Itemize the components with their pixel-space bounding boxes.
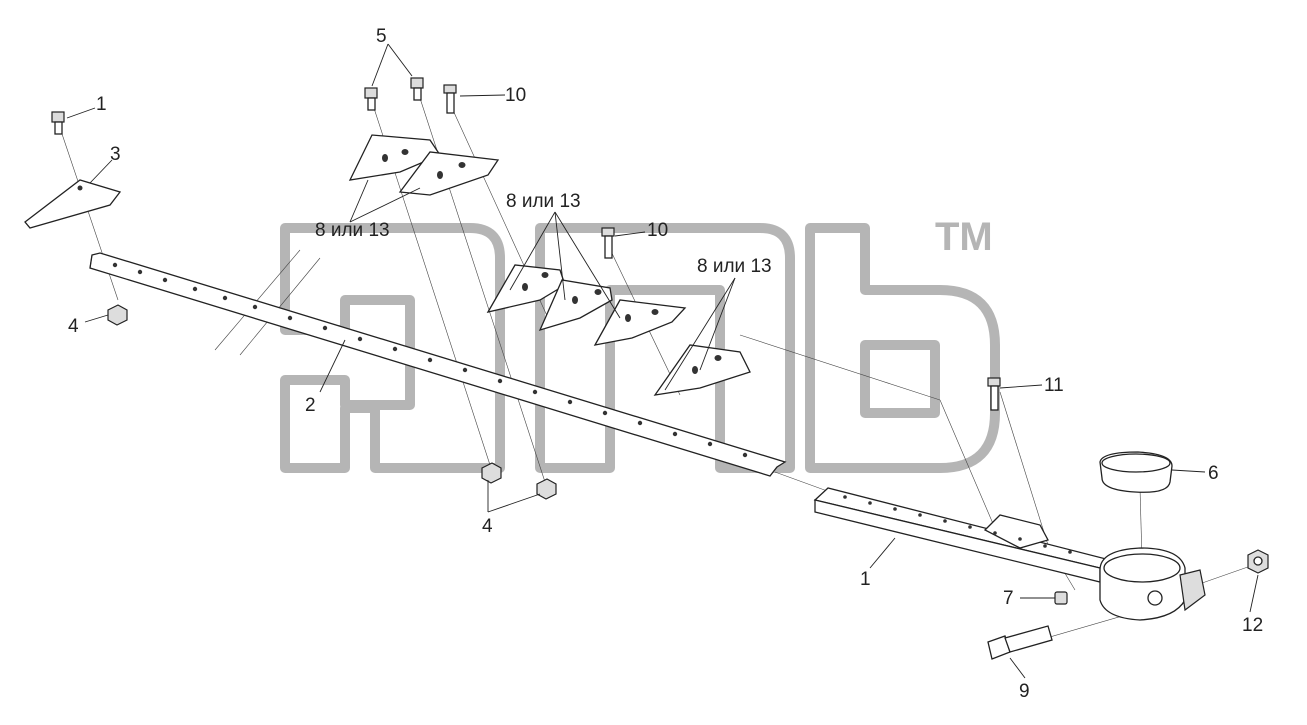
end-knife-segment	[24, 179, 122, 229]
watermark-trademark: TM	[935, 215, 993, 259]
clamp-nut	[1247, 549, 1269, 574]
callout-2: 2	[305, 395, 316, 416]
knife-bar	[89, 252, 787, 477]
knife-head-bar	[813, 487, 1112, 583]
leader-lines	[66, 43, 1259, 679]
callout-4-bottom: 4	[482, 516, 493, 537]
bolt-5-mid	[364, 87, 378, 111]
callout-1: 1	[860, 569, 871, 590]
callout-8-or-13-right: 8 или 13	[697, 256, 772, 277]
knife-segments-upper	[348, 134, 500, 196]
bolt-10-top	[443, 84, 457, 114]
callouts: 1 3 4 5 10 8 или 13 8 или 13 10 8 или 13…	[68, 26, 1263, 702]
callout-6: 6	[1208, 463, 1219, 484]
callout-5-left: 1	[96, 94, 107, 115]
knife-segment-right	[653, 344, 751, 396]
knife-head-clamp	[1099, 547, 1206, 621]
callout-9: 9	[1019, 681, 1030, 702]
callout-10-mid: 10	[647, 220, 668, 241]
bolts	[51, 77, 1001, 411]
bushing	[1099, 451, 1173, 493]
callout-8-or-13-mid: 8 или 13	[506, 191, 581, 212]
callout-4-left: 4	[68, 316, 79, 337]
callout-3: 3	[110, 144, 121, 165]
bolt-10-mid	[601, 227, 615, 259]
clamp-bolt	[987, 625, 1053, 660]
nuts	[107, 304, 557, 500]
bolt-5-left	[51, 111, 65, 135]
knife-segments-middle	[486, 264, 687, 346]
callout-8-or-13-left: 8 или 13	[315, 220, 390, 241]
callout-11: 11	[1044, 375, 1064, 396]
callout-10-top: 10	[505, 85, 526, 106]
grease-fitting	[1054, 591, 1068, 605]
callout-7: 7	[1003, 588, 1014, 609]
bolt-11	[987, 377, 1001, 411]
callout-5-top: 5	[376, 26, 387, 47]
bolt-5-right	[410, 77, 424, 101]
callout-12: 12	[1242, 615, 1263, 636]
